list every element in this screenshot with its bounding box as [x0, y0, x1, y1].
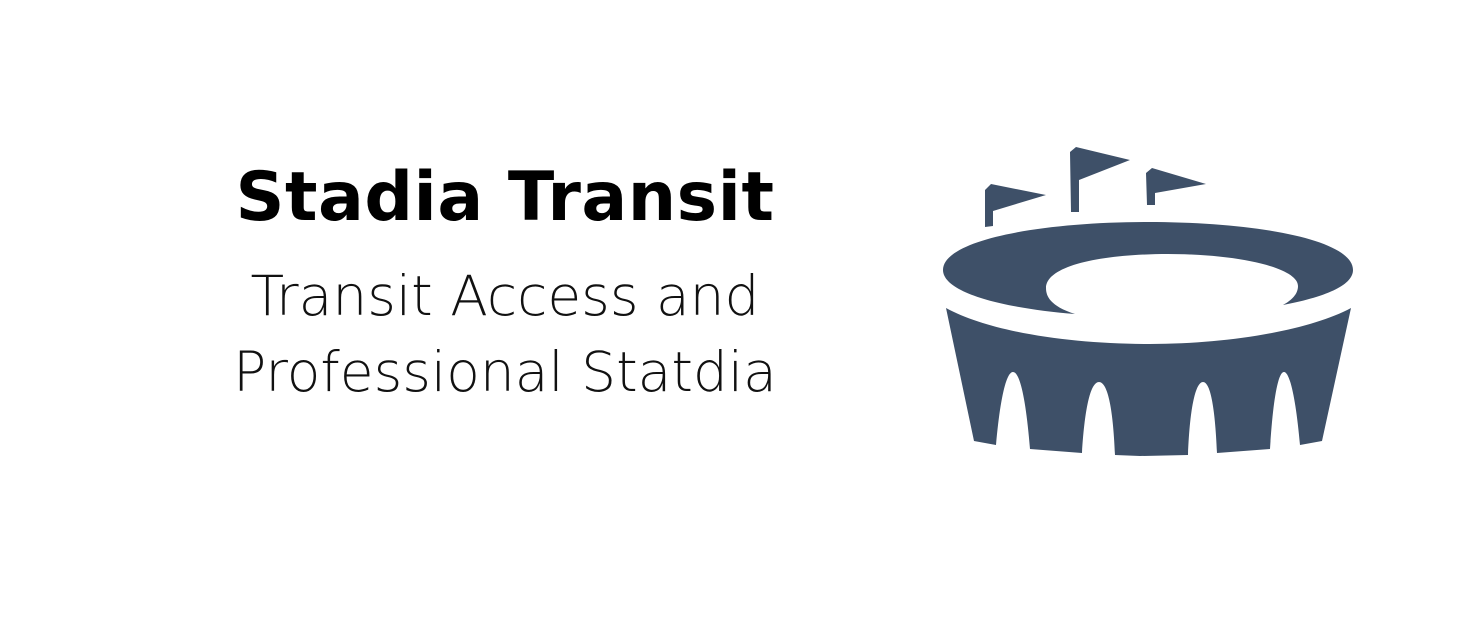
flag-right-icon [1146, 168, 1206, 205]
text-block: Stadia Transit Transit Access and Profes… [200, 150, 810, 410]
flag-left-icon [985, 184, 1046, 227]
stadium-icon [930, 140, 1370, 470]
stadium-rim-icon [943, 222, 1353, 314]
subtitle-line-2: Professional Statdia [233, 340, 777, 404]
page-title: Stadia Transit [235, 158, 775, 237]
flag-center-icon [1070, 147, 1130, 212]
subtitle-line-1: Transit Access and [250, 264, 760, 328]
subtitle: Transit Access and Professional Statdia [200, 258, 810, 410]
stadium-body-icon [946, 308, 1351, 456]
